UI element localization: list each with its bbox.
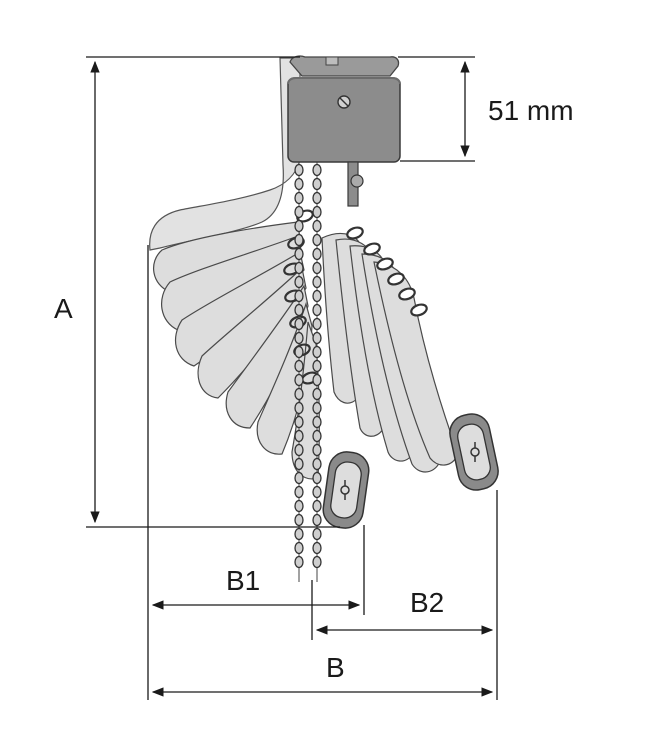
chain-bead <box>294 205 304 219</box>
chain-bead <box>312 191 322 205</box>
chain-bead <box>294 541 304 555</box>
chain-bead <box>312 387 322 401</box>
screw-icon <box>337 95 351 109</box>
chain-bead <box>294 415 304 429</box>
chain-bead <box>312 359 322 373</box>
right-chain-rings <box>346 226 428 317</box>
chain-bead <box>294 443 304 457</box>
chain-bead <box>312 205 322 219</box>
chain-bead <box>294 163 304 177</box>
chain-bead <box>312 527 322 541</box>
dim-label-b2: B2 <box>410 587 444 618</box>
chain-bead <box>312 401 322 415</box>
chain-bead <box>294 429 304 443</box>
chain-bead <box>312 247 322 261</box>
chain-bead <box>294 247 304 261</box>
chain-bead <box>312 163 322 177</box>
chain-bead <box>294 233 304 247</box>
chain-bead <box>294 317 304 331</box>
chain-bead <box>294 387 304 401</box>
chain-bead <box>294 275 304 289</box>
chain-bead <box>312 513 322 527</box>
chain-bead <box>312 429 322 443</box>
chain-bead <box>312 275 322 289</box>
chain-bead <box>312 289 322 303</box>
dim-label-a: A <box>54 293 73 324</box>
chain-bead <box>312 443 322 457</box>
cord-guide-silhouette <box>149 57 301 251</box>
chain-bead <box>312 177 322 191</box>
chain-bead <box>294 527 304 541</box>
chain-bead <box>294 331 304 345</box>
chain-bead <box>312 457 322 471</box>
weight-left <box>322 451 370 529</box>
chain-bead <box>294 457 304 471</box>
chain-bead <box>312 485 322 499</box>
chain-bead <box>312 415 322 429</box>
dim-label-51mm: 51 mm <box>488 95 574 126</box>
chain-bead <box>294 401 304 415</box>
dimension-lines <box>86 56 498 700</box>
chain-bead <box>312 345 322 359</box>
chain-bead <box>312 555 322 569</box>
chain-bead <box>312 471 322 485</box>
dim-label-b: B <box>326 652 345 683</box>
chain-bead <box>312 219 322 233</box>
weight-right <box>449 413 499 491</box>
chain-bead <box>294 485 304 499</box>
chain-bead <box>294 219 304 233</box>
chain-bead <box>312 331 322 345</box>
chain-bead <box>294 373 304 387</box>
chain-bead <box>294 177 304 191</box>
chain-bead <box>312 233 322 247</box>
chain-bead <box>294 191 304 205</box>
chain-bead <box>312 499 322 513</box>
right-swing-fan <box>321 233 459 473</box>
chain-bead <box>312 261 322 275</box>
chain-bead <box>294 345 304 359</box>
chain-bead <box>312 373 322 387</box>
chain-bead <box>312 317 322 331</box>
chain-bead <box>294 289 304 303</box>
chain-bead <box>294 303 304 317</box>
bead-chains <box>294 162 322 582</box>
chain-bead <box>294 555 304 569</box>
chain-bead <box>294 359 304 373</box>
chain-bead <box>294 471 304 485</box>
chain-bead <box>312 303 322 317</box>
chain-bead <box>312 541 322 555</box>
control-head <box>287 55 401 207</box>
chain-bead <box>294 513 304 527</box>
dim-label-b1: B1 <box>226 565 260 596</box>
chain-bead <box>294 499 304 513</box>
chain-bead <box>294 261 304 275</box>
